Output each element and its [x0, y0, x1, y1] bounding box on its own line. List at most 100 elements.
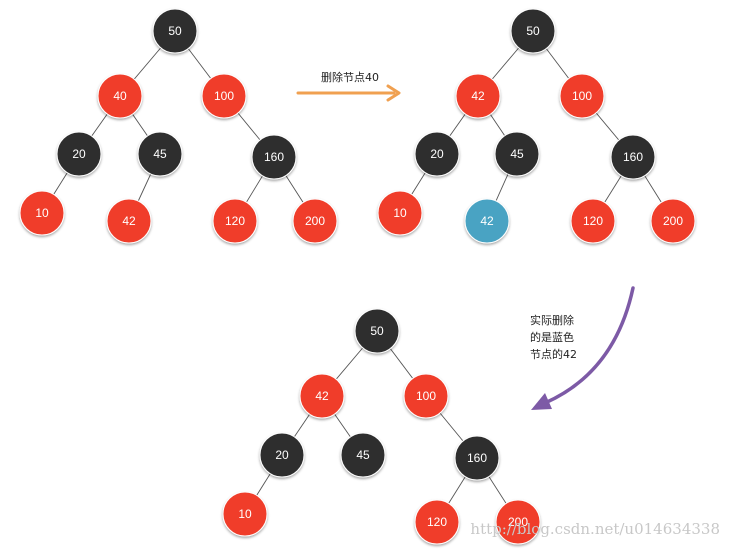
tree-node-120: 120: [212, 198, 258, 244]
delete-arrow-head-icon: [386, 84, 401, 102]
node-circle: [454, 435, 500, 481]
node-label: 100: [416, 389, 436, 403]
nodes-layer: 50 40 100 20 45 160 10 42 120 200 50 42 100 20 45 160 10…: [19, 8, 696, 545]
node-circle: [403, 373, 449, 419]
node-label: 42: [480, 214, 494, 228]
tree-node-42: 42: [299, 373, 345, 419]
tree-node-42: 42: [106, 198, 152, 244]
node-circle: [201, 73, 247, 119]
tree-before-edges: [41, 30, 316, 222]
tree-node-20: 20: [414, 131, 460, 177]
node-circle: [455, 73, 501, 119]
node-label: 40: [113, 89, 127, 103]
node-label: 10: [393, 206, 407, 220]
node-circle: [414, 499, 460, 545]
node-circle: [19, 190, 65, 236]
node-label: 50: [526, 24, 540, 38]
actual-delete-caption-line-2: 的是蓝色: [530, 330, 574, 344]
tree-node-42: 42: [455, 73, 501, 119]
node-circle: [495, 499, 541, 545]
node-circle: [610, 134, 656, 180]
tree-node-10: 10: [19, 190, 65, 236]
node-circle: [292, 198, 338, 244]
node-label: 10: [35, 206, 49, 220]
tree-node-100: 100: [403, 373, 449, 419]
node-circle: [259, 432, 305, 478]
node-circle: [464, 198, 510, 244]
tree-node-10: 10: [222, 491, 268, 537]
node-label: 45: [153, 147, 167, 161]
node-label: 200: [508, 515, 528, 529]
node-circle: [570, 198, 616, 244]
node-circle: [414, 131, 460, 177]
node-circle: [494, 131, 540, 177]
tree-node-200: 200: [650, 198, 696, 244]
node-label: 50: [370, 324, 384, 338]
node-label: 200: [663, 214, 683, 228]
node-circle: [340, 432, 386, 478]
tree-before: 50 40 100 20 45 160 10 42 120 200: [19, 8, 338, 244]
node-label: 100: [214, 89, 234, 103]
delete-arrow: [296, 84, 401, 102]
node-label: 42: [315, 389, 329, 403]
tree-node-50: 50: [354, 308, 400, 354]
tree-node-120: 120: [414, 499, 460, 545]
node-circle: [212, 198, 258, 244]
node-label: 42: [122, 214, 136, 228]
node-label: 42: [471, 89, 485, 103]
actual-delete-arrow-head-icon: [531, 393, 552, 410]
watermark: http://blog.csdn.net/u014634338: [470, 520, 720, 538]
node-label: 120: [583, 214, 603, 228]
node-circle: [354, 308, 400, 354]
node-label: 45: [510, 147, 524, 161]
node-circle: [106, 198, 152, 244]
tree-node-20: 20: [259, 432, 305, 478]
node-label: 20: [275, 448, 289, 462]
node-label: 160: [623, 150, 643, 164]
actual-delete-caption-line-1: 实际删除: [530, 313, 574, 327]
node-circle: [137, 131, 183, 177]
tree-after-edges: [244, 330, 519, 523]
node-circle: [152, 8, 198, 54]
node-label: 10: [238, 507, 252, 521]
node-label: 20: [72, 147, 86, 161]
tree-after: 50 42 100 20 45 160 10 120 200: [222, 308, 541, 545]
tree-replaced: 50 42 100 20 45 160 10 42 120 200: [377, 8, 696, 244]
tree-node-200: 200: [495, 499, 541, 545]
tree-node-160: 160: [251, 134, 297, 180]
node-label: 45: [356, 448, 370, 462]
node-label: 50: [168, 24, 182, 38]
tree-node-45: 45: [340, 432, 386, 478]
tree-node-50: 50: [152, 8, 198, 54]
tree-node-120: 120: [570, 198, 616, 244]
node-label: 120: [225, 214, 245, 228]
node-label: 160: [264, 150, 284, 164]
node-label: 200: [305, 214, 325, 228]
node-circle: [377, 190, 423, 236]
actual-delete-arrow-curve: [543, 286, 635, 405]
tree-node-20: 20: [56, 131, 102, 177]
node-label: 120: [427, 515, 447, 529]
tree-node-100: 100: [201, 73, 247, 119]
node-circle: [299, 373, 345, 419]
tree-replaced-edges: [399, 30, 674, 222]
node-label: 20: [430, 147, 444, 161]
tree-node-45: 45: [494, 131, 540, 177]
tree-node-160: 160: [610, 134, 656, 180]
tree-node-10: 10: [377, 190, 423, 236]
tree-node-100: 100: [559, 73, 605, 119]
tree-node-40: 40: [97, 73, 143, 119]
node-circle: [251, 134, 297, 180]
node-label: 100: [572, 89, 592, 103]
actual-delete-caption-line-3: 节点的42: [530, 347, 577, 361]
tree-node-45: 45: [137, 131, 183, 177]
tree-node-42: 42: [464, 198, 510, 244]
node-circle: [510, 8, 556, 54]
node-label: 160: [467, 451, 487, 465]
tree-node-50: 50: [510, 8, 556, 54]
node-circle: [559, 73, 605, 119]
tree-node-200: 200: [292, 198, 338, 244]
delete-caption: 删除节点40: [321, 70, 379, 84]
node-circle: [650, 198, 696, 244]
